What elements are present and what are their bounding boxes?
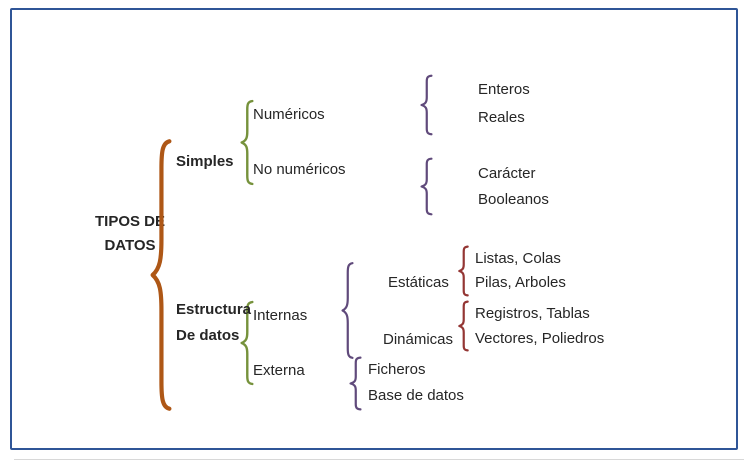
leaf-registros-tablas: Registros, Tablas <box>475 305 590 322</box>
leaf-caracter: Carácter <box>478 165 536 182</box>
leaf-reales: Reales <box>478 109 525 126</box>
brace-estructura <box>240 301 254 385</box>
node-dinamicas: Dinámicas <box>383 331 454 348</box>
leaf-pilas-arboles: Pilas, Arboles <box>475 274 566 291</box>
node-externa: Externa <box>253 362 305 379</box>
page-edge-line <box>14 459 744 460</box>
brace-tipos-de-datos <box>150 138 172 412</box>
brace-dinamicas <box>458 301 469 351</box>
node-estaticas: Estáticas <box>388 274 449 291</box>
brace-externa <box>349 357 362 410</box>
leaf-booleanos: Booleanos <box>478 191 549 208</box>
brace-numericos <box>420 75 433 135</box>
leaf-enteros: Enteros <box>478 81 530 98</box>
node-no-numericos: No numéricos <box>253 161 346 178</box>
diagram-border <box>10 8 738 450</box>
node-simples: Simples <box>176 153 234 170</box>
leaf-vectores-poliedros: Vectores, Poliedros <box>475 330 605 347</box>
node-estructura-line-2: De datos <box>176 327 240 344</box>
node-estructura-line-1: Estructura <box>176 301 252 318</box>
diagram-title: TIPOS DE DATOS <box>80 210 180 258</box>
brace-no-numericos <box>420 158 433 215</box>
brace-internas <box>341 262 354 359</box>
node-numericos: Numéricos <box>253 106 325 123</box>
node-internas: Internas <box>253 307 308 324</box>
brace-simples <box>240 100 254 185</box>
brace-estaticas <box>458 246 469 296</box>
title-line-1: TIPOS DE <box>94 213 165 230</box>
title-line-2: DATOS <box>104 237 156 254</box>
leaf-ficheros: Ficheros <box>368 361 426 378</box>
leaf-listas-colas: Listas, Colas <box>475 250 561 267</box>
leaf-base-de-datos: Base de datos <box>368 387 464 404</box>
